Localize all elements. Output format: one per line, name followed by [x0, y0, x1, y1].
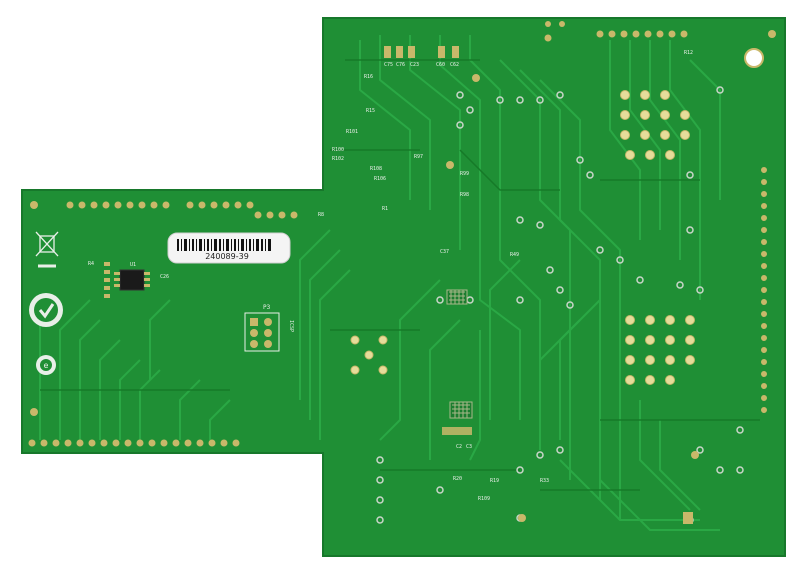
mounting-holes [30, 30, 776, 416]
label-r49: R49 [510, 252, 519, 258]
label-r12: R12 [684, 50, 693, 56]
label-r4: R4 [88, 261, 94, 267]
right-edge-pads [761, 167, 767, 413]
misc-pads [442, 74, 699, 524]
label-r102: R102 [332, 156, 344, 162]
via-cluster-left-center [350, 335, 388, 375]
barcode-label: 240089-39 [167, 232, 291, 264]
label-c37: C37 [440, 249, 449, 255]
label-r100: R100 [332, 147, 344, 153]
label-c60: C60 [436, 62, 445, 68]
resistor-array [104, 262, 110, 298]
label-c75: C75 [384, 62, 393, 68]
label-r108: R108 [370, 166, 382, 172]
label-r1: R1 [382, 206, 388, 212]
label-part-number: 240089-39 [205, 252, 249, 261]
label-r15: R15 [366, 108, 375, 114]
label-c76: C76 [396, 62, 405, 68]
label-r106: R106 [374, 176, 386, 182]
via-cluster-upper-right [620, 90, 690, 160]
ic-u1 [114, 269, 150, 291]
label-icsp: ICSP [288, 320, 294, 332]
label-u1: U1 [130, 262, 136, 268]
label-c2: C2 [456, 444, 462, 450]
via-cluster-lower-right [625, 315, 695, 385]
label-r16: R16 [364, 74, 373, 80]
rohs-badge [29, 293, 63, 327]
label-r19: R19 [490, 478, 499, 484]
label-c23: C23 [410, 62, 419, 68]
label-r101: R101 [346, 129, 358, 135]
pcb-substrate [21, 17, 786, 557]
icsp-header [244, 312, 280, 352]
label-r98: R98 [460, 192, 469, 198]
header-pads-top-left [66, 201, 298, 219]
label-r33: R33 [540, 478, 549, 484]
copper-traces-dark [40, 59, 760, 491]
label-p3: P3 [263, 304, 271, 311]
svg-text:e: e [44, 361, 49, 370]
weee-icon [35, 231, 59, 268]
label-r20: R20 [453, 476, 462, 482]
recycle-icon: e [36, 355, 56, 375]
label-r109: R109 [478, 496, 490, 502]
top-connector-pads [544, 21, 688, 42]
hatched-pads [446, 289, 473, 419]
label-r99: R99 [460, 171, 469, 177]
label-r97: R97 [414, 154, 423, 160]
header-pads-bottom-left [28, 439, 240, 447]
label-c3: C3 [466, 444, 472, 450]
label-c26: C26 [160, 274, 169, 280]
label-c62: C62 [450, 62, 459, 68]
smd-caps-top [384, 46, 459, 58]
label-r8: R8 [318, 212, 324, 218]
